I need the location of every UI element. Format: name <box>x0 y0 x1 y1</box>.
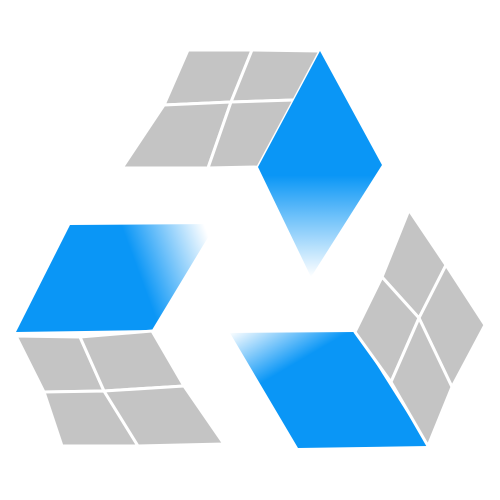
top-arm-blue-face <box>258 51 382 277</box>
left-arm-gray-tiles <box>14 329 226 448</box>
right-arm-blue-face <box>230 332 428 448</box>
right-arm <box>230 208 487 448</box>
left-gray-tile-4 <box>102 384 226 448</box>
left-arm <box>14 224 226 448</box>
right-gray-tile-4 <box>389 316 454 448</box>
left-arm-blue-face <box>16 224 216 332</box>
right-arm-gray-tiles <box>353 208 487 448</box>
top-arm-gray-tiles <box>120 48 322 170</box>
top-arm <box>120 48 382 277</box>
